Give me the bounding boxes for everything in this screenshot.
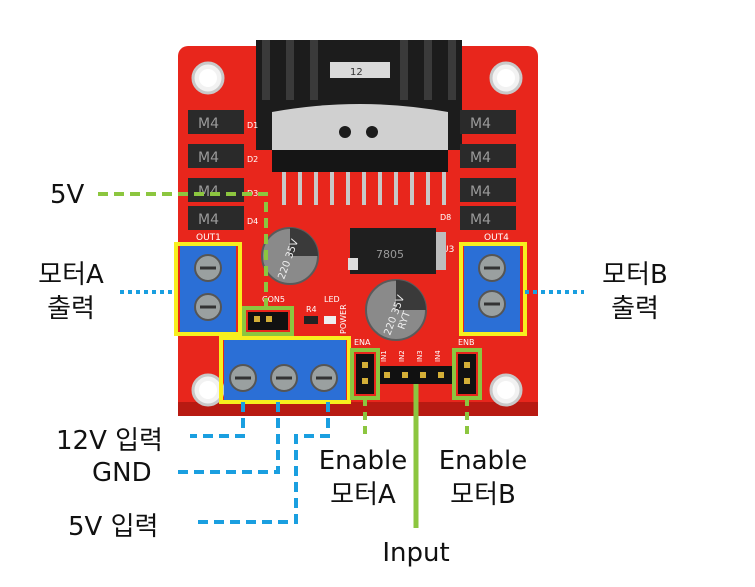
label-5v-input: 5V 입력 [68,512,159,542]
silk-in1: IN1 [380,350,388,362]
diode-label: M4 [198,150,219,166]
silk-in3: IN3 [416,350,424,362]
silk-d8: D8 [440,213,451,222]
diode-label: M4 [198,116,219,132]
leader-5v-input [192,402,330,524]
silk-r4: R4 [306,305,317,314]
leader-gnd [178,402,280,474]
highlight-power [219,336,351,404]
silk-d2: D2 [247,155,258,164]
label-enable-b-line1: Enable [438,446,528,476]
diode-label: M4 [470,116,491,132]
pcb-shadow-edge [178,402,538,416]
header-ena [356,354,374,394]
label-motor-a-output: 모터A 출력 [26,258,116,326]
silk-u3: U3 [442,245,454,255]
silk-con5: CON5 [262,295,285,304]
smd-led [324,316,336,324]
mounting-holes [191,61,523,407]
label-motor-b-line2: 출력 [611,294,659,324]
silk-d1: D1 [247,121,258,130]
diode-label: M4 [470,150,491,166]
label-enable-a-line2: 모터A [330,480,396,510]
label-motor-b-output: 모터B 출력 [590,258,680,326]
leader-lines [98,192,584,528]
silk-d4: D4 [247,217,258,226]
label-motor-a-line1: 모터A [38,260,104,290]
diodes-right: M4 M4 M4 M4 D8 [440,110,516,230]
capacitor-right: 220 35V RYT [365,279,427,341]
heatsink-marking: 12 [350,67,363,78]
silk-enb: ENB [458,338,475,347]
silk-out4: OUT4 [484,233,509,243]
diode-label: M4 [470,184,491,200]
label-enable-a-line1: Enable [318,446,408,476]
label-enable-a: Enable 모터A [308,444,418,512]
diode-label: M4 [470,212,491,228]
silk-in2: IN2 [398,350,406,362]
label-5v: 5V [50,180,85,210]
capacitor-left: 220 35V [261,227,319,285]
diode-label: M4 [198,212,219,228]
label-motor-a-line2: 출력 [47,294,95,324]
label-12v-input: 12V 입력 [56,426,163,456]
voltage-regulator: 7805 [348,228,446,274]
leader-12v [190,402,245,438]
silk-in4: IN4 [434,350,442,362]
driver-board: 12 M4 M4 M4 M4 D1 D2 D3 [178,40,538,416]
label-input: Input [382,538,450,568]
label-enable-b-line2: 모터B [450,480,516,510]
heatsink: 12 [256,40,462,172]
jumper-5v [248,312,288,330]
label-gnd: GND [92,458,152,488]
terminal-power [224,340,346,400]
chip-pins [282,172,446,205]
highlight-boxes [174,242,527,404]
terminal-out-b [464,246,520,332]
silk-d3: D3 [247,189,258,198]
leader-5v [98,192,268,308]
header-inputs [378,366,454,384]
header-enb [458,354,476,394]
silk-led: LED [324,295,340,304]
silk-power: POWER [339,304,348,334]
silk-out1: OUT1 [196,233,221,243]
highlight-motor-a [174,242,242,336]
regulator-marking: 7805 [376,248,404,261]
highlight-motor-b [459,242,527,336]
label-enable-b: Enable 모터B [428,444,538,512]
label-motor-b-line1: 모터B [602,260,668,290]
smd-resistor [304,316,318,324]
silk-ena: ENA [354,338,371,347]
terminal-out-a [180,246,236,332]
